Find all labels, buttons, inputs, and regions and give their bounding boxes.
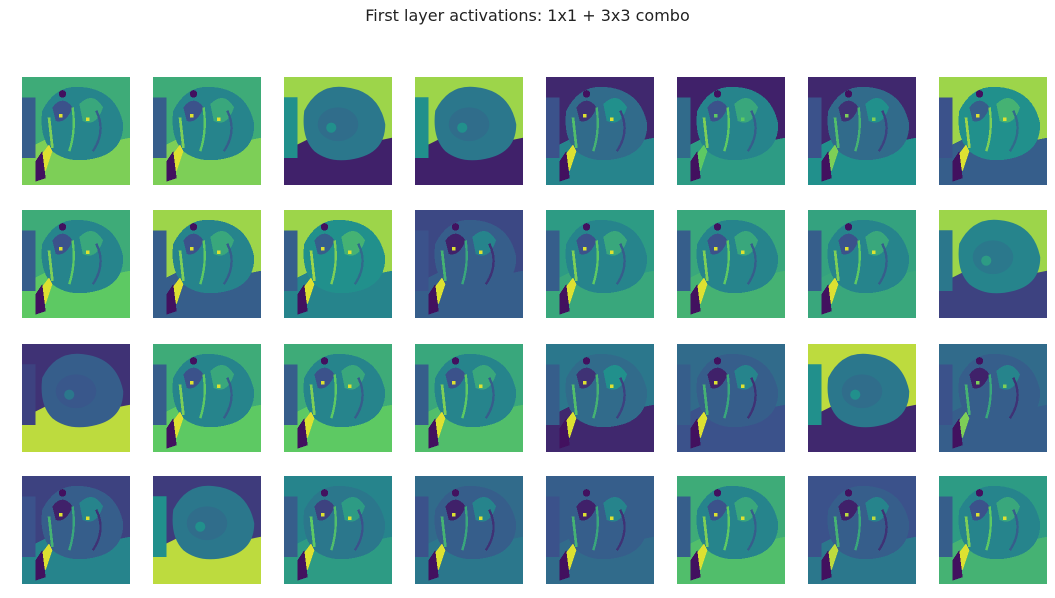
activation-map-10 xyxy=(153,210,261,318)
feature-map-image xyxy=(153,77,261,185)
feature-map-image xyxy=(677,210,785,318)
feature-map-image xyxy=(415,77,523,185)
feature-map-image xyxy=(153,344,261,452)
feature-map-image xyxy=(939,210,1047,318)
activation-map-13 xyxy=(546,210,654,318)
activation-map-19 xyxy=(284,344,392,452)
feature-map-image xyxy=(284,210,392,318)
feature-map-image xyxy=(677,476,785,584)
feature-map-image xyxy=(22,344,130,452)
feature-map-image xyxy=(677,77,785,185)
feature-map-image xyxy=(808,476,916,584)
activation-map-2 xyxy=(153,77,261,185)
feature-map-image xyxy=(546,476,654,584)
activation-map-20 xyxy=(415,344,523,452)
feature-map-image xyxy=(677,344,785,452)
activation-map-29 xyxy=(546,476,654,584)
activation-map-1 xyxy=(22,77,130,185)
feature-map-image xyxy=(415,210,523,318)
feature-map-image xyxy=(153,210,261,318)
activation-map-11 xyxy=(284,210,392,318)
feature-map-image xyxy=(546,210,654,318)
feature-map-image xyxy=(546,344,654,452)
activation-map-18 xyxy=(153,344,261,452)
feature-map-image xyxy=(284,476,392,584)
activation-map-3 xyxy=(284,77,392,185)
feature-map-image xyxy=(939,77,1047,185)
activation-map-17 xyxy=(22,344,130,452)
activation-map-7 xyxy=(808,77,916,185)
feature-map-image xyxy=(415,344,523,452)
feature-map-image xyxy=(22,476,130,584)
feature-map-image xyxy=(808,210,916,318)
activation-map-25 xyxy=(22,476,130,584)
activation-map-32 xyxy=(939,476,1047,584)
activation-map-26 xyxy=(153,476,261,584)
feature-map-image xyxy=(22,210,130,318)
feature-map-image xyxy=(546,77,654,185)
activation-map-8 xyxy=(939,77,1047,185)
feature-map-image xyxy=(284,344,392,452)
activation-map-12 xyxy=(415,210,523,318)
activation-map-27 xyxy=(284,476,392,584)
figure-title: First layer activations: 1x1 + 3x3 combo xyxy=(365,6,690,25)
activation-map-16 xyxy=(939,210,1047,318)
activation-map-30 xyxy=(677,476,785,584)
activation-map-24 xyxy=(939,344,1047,452)
activation-map-31 xyxy=(808,476,916,584)
activation-map-4 xyxy=(415,77,523,185)
feature-map-image xyxy=(22,77,130,185)
activation-map-6 xyxy=(677,77,785,185)
feature-map-image xyxy=(939,344,1047,452)
activation-map-9 xyxy=(22,210,130,318)
feature-map-image xyxy=(284,77,392,185)
activation-map-23 xyxy=(808,344,916,452)
activation-map-14 xyxy=(677,210,785,318)
feature-map-image xyxy=(808,344,916,452)
activation-map-5 xyxy=(546,77,654,185)
activation-map-21 xyxy=(546,344,654,452)
feature-map-image xyxy=(939,476,1047,584)
feature-map-image xyxy=(808,77,916,185)
activation-map-28 xyxy=(415,476,523,584)
feature-map-image xyxy=(153,476,261,584)
feature-map-image xyxy=(415,476,523,584)
activation-map-22 xyxy=(677,344,785,452)
activation-map-15 xyxy=(808,210,916,318)
